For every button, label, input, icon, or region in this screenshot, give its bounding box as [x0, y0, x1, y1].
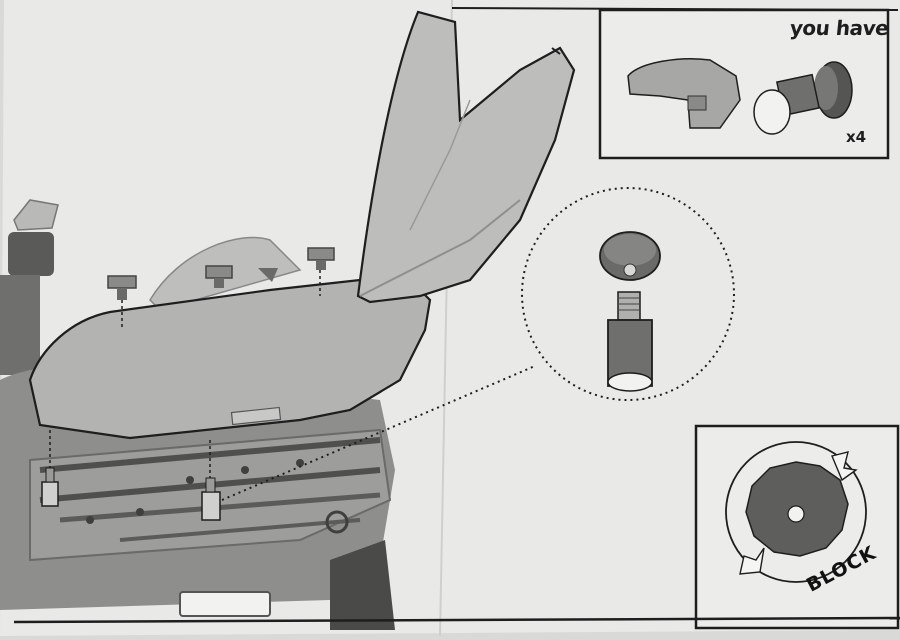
quantity-label: x4	[846, 128, 866, 146]
you-have-label: you have	[789, 16, 890, 40]
lock-box	[696, 426, 898, 628]
